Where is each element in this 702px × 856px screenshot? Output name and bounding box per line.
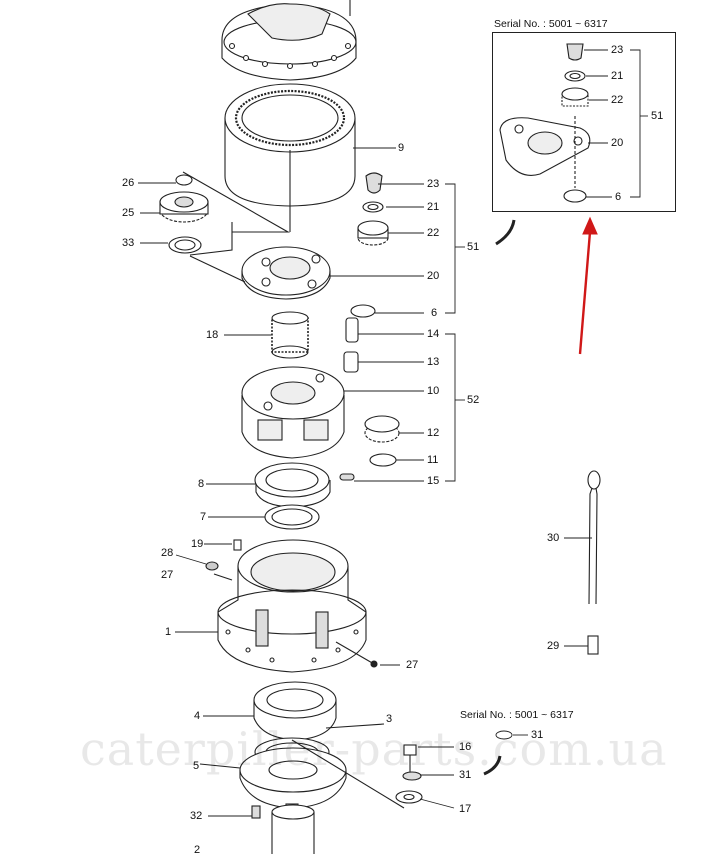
callout-13: 13: [427, 356, 440, 368]
inset-box: [492, 32, 676, 212]
callout-28: 28: [161, 547, 174, 559]
callout-1: 1: [165, 626, 172, 638]
small-inset-serial-label: Serial No. : 5001 ~ 6317: [460, 709, 574, 721]
callout-4: 4: [194, 710, 201, 722]
leader-lines: [138, 49, 648, 817]
gear-22: [350, 172, 389, 318]
inset-callout-20: 20: [611, 137, 624, 149]
callout-8: 8: [198, 478, 205, 490]
callout-27-right: 27: [406, 659, 419, 671]
callout-27-left: 27: [161, 569, 174, 581]
dipstick: [587, 470, 601, 655]
pins: [343, 317, 359, 373]
callout-3: 3: [386, 713, 393, 725]
callout-52: 52: [467, 394, 480, 406]
sun-gear: [271, 311, 309, 359]
inset-callout-6: 6: [615, 191, 622, 203]
bearing-8: [254, 462, 331, 530]
lower-carrier: [241, 366, 400, 481]
callout-10: 10: [427, 385, 440, 397]
callout-22: 22: [427, 227, 440, 239]
inset-assembly: [499, 43, 591, 203]
bolt-16: [395, 744, 423, 804]
inset-callout-51: 51: [651, 110, 664, 122]
callout-12: 12: [427, 427, 440, 439]
callout-32: 32: [190, 810, 203, 822]
lower-stack: [239, 681, 405, 854]
callout-26: 26: [122, 177, 135, 189]
watermark-text: caterpiller-parts.com.ua: [80, 722, 668, 776]
inset-serial-label: Serial No. : 5001 ~ 6317: [494, 18, 608, 30]
callout-11: 11: [427, 454, 439, 466]
callout-51: 51: [467, 241, 480, 253]
inset-callout-22: 22: [611, 94, 624, 106]
callout-15: 15: [427, 475, 440, 487]
callout-31: 31: [459, 769, 472, 781]
inset-callout-23: 23: [611, 44, 624, 56]
gear-25: [159, 174, 209, 254]
callout-7: 7: [200, 511, 207, 523]
callout-30: 30: [547, 532, 560, 544]
callout-9: 9: [398, 142, 405, 154]
top-flange: [221, 0, 357, 81]
callout-21: 21: [427, 201, 440, 213]
inset-pointers: [483, 219, 516, 776]
callout-5: 5: [193, 760, 200, 772]
inset-callout-21: 21: [611, 70, 624, 82]
red-arrow: [578, 216, 598, 355]
callout-17: 17: [459, 803, 472, 815]
callout-16: 16: [459, 741, 472, 753]
callout-29: 29: [547, 640, 560, 652]
upper-carrier: [182, 171, 331, 300]
callout-20: 20: [427, 270, 440, 282]
callout-19: 19: [191, 538, 204, 550]
ring-gear: [224, 83, 356, 232]
callout-2: 2: [194, 844, 201, 856]
small-inset-callout-31: 31: [531, 729, 544, 741]
callout-14: 14: [427, 328, 440, 340]
callout-33: 33: [122, 237, 135, 249]
housing: [205, 539, 378, 673]
callout-25: 25: [122, 207, 135, 219]
callout-18: 18: [206, 329, 219, 341]
callout-6: 6: [431, 307, 438, 319]
callout-23: 23: [427, 178, 440, 190]
